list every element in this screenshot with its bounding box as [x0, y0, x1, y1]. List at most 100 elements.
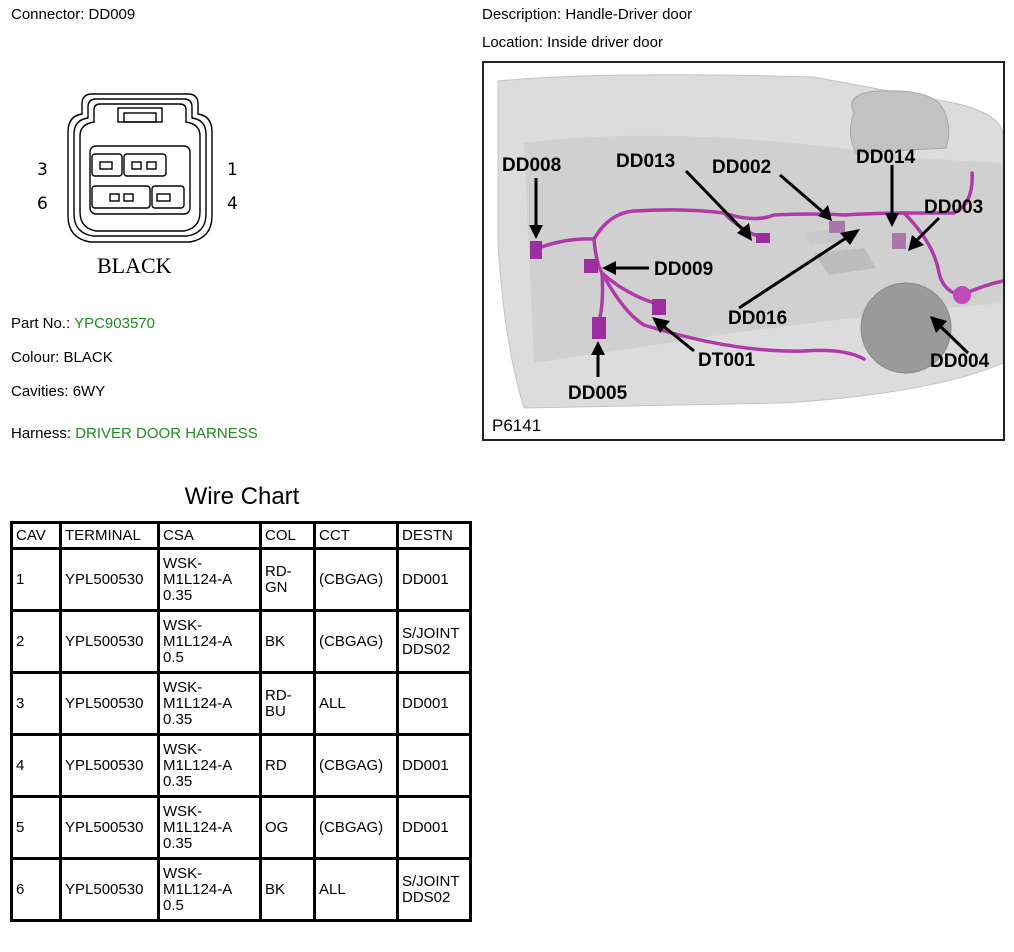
connector-face-drawing — [30, 86, 250, 286]
cell-cct: (CBGAG) — [313, 609, 399, 674]
cell-col: RD — [259, 733, 316, 798]
colour-value: BLACK — [63, 349, 113, 366]
callout-dd008: DD008 — [502, 155, 561, 176]
description-line: Description: Handle-Driver door — [482, 6, 692, 24]
cell-cav: 1 — [10, 547, 62, 612]
colour-label: Colour: — [11, 349, 60, 366]
callout-dd003: DD003 — [924, 197, 983, 218]
cell-csa-line: M1L124-A — [163, 818, 233, 836]
cell-cct: (CBGAG) — [313, 795, 399, 860]
cell-destn-line: DDS02 — [402, 640, 451, 658]
cell-csa-line: M1L124-A — [163, 880, 233, 898]
cell-col: RD-BU — [259, 671, 316, 736]
wire-chart-title: Wire Chart — [184, 483, 300, 510]
cell-destn: DD001 — [396, 795, 472, 860]
location-value: Inside driver door — [547, 34, 663, 51]
cell-terminal: YPL500530 — [59, 547, 160, 612]
cell-csa-line: WSK- — [163, 616, 203, 634]
diagram-code: P6141 — [492, 416, 541, 435]
header-csa: CSA — [157, 521, 262, 550]
harness-line: Harness: DRIVER DOOR HARNESS — [11, 425, 258, 443]
cell-destn-line: S/JOINT — [402, 872, 460, 890]
cell-destn: DD001 — [396, 671, 472, 736]
cell-col-line: OG — [265, 818, 289, 836]
cell-destn: DD001 — [396, 547, 472, 612]
cell-csa-line: M1L124-A — [163, 694, 233, 712]
colour-line: Colour: BLACK — [11, 349, 113, 367]
cell-csa-line: 0.35 — [163, 586, 193, 604]
cell-cct: (CBGAG) — [313, 547, 399, 612]
header-col: COL — [259, 521, 316, 550]
cell-col: BK — [259, 609, 316, 674]
callout-dd009: DD009 — [654, 259, 713, 280]
cell-col-line: BU — [265, 702, 286, 720]
callout-dt001: DT001 — [698, 350, 755, 371]
cell-csa-line: 0.35 — [163, 772, 193, 790]
callout-dd013: DD013 — [616, 151, 675, 172]
cell-cav: 5 — [10, 795, 62, 860]
callout-dd005: DD005 — [568, 383, 628, 404]
cell-col-line: RD — [265, 756, 287, 774]
connector-color-label: BLACK — [97, 253, 172, 278]
description-label: Description: — [482, 6, 562, 23]
cell-cav: 6 — [10, 857, 62, 922]
cell-col: OG — [259, 795, 316, 860]
cell-destn-line: DD001 — [402, 570, 449, 588]
cavities-line: Cavities: 6WY — [11, 383, 105, 401]
callout-dd014: DD014 — [856, 147, 916, 168]
cell-csa-line: WSK- — [163, 554, 203, 572]
cell-destn-line: DDS02 — [402, 888, 451, 906]
header-cav: CAV — [10, 521, 62, 550]
connector-value: DD009 — [88, 6, 136, 23]
part-no-label: Part No.: — [11, 315, 71, 332]
cell-col-line: RD- — [265, 562, 292, 580]
description-value: Handle-Driver door — [565, 6, 693, 23]
cell-csa-line: 0.5 — [163, 648, 184, 666]
cell-csa-line: M1L124-A — [163, 756, 233, 774]
cell-cav: 4 — [10, 733, 62, 798]
callout-dd004: DD004 — [930, 351, 990, 372]
cell-destn-line: DD001 — [402, 818, 449, 836]
header-cct: CCT — [313, 521, 399, 550]
cell-col: RD-GN — [259, 547, 316, 612]
cell-csa-line: M1L124-A — [163, 632, 233, 650]
cell-col-line: BK — [265, 632, 286, 650]
cell-cct: ALL — [313, 857, 399, 922]
header-destn: DESTN — [396, 521, 472, 550]
harness-link[interactable]: DRIVER DOOR HARNESS — [75, 425, 258, 442]
cell-col: BK — [259, 857, 316, 922]
cell-cav: 3 — [10, 671, 62, 736]
harness-label: Harness: — [11, 425, 72, 442]
cell-csa-line: WSK- — [163, 864, 203, 882]
cell-csa-line: M1L124-A — [163, 570, 233, 588]
part-no-link[interactable]: YPC903570 — [74, 315, 155, 332]
cavities-label: Cavities: — [11, 383, 69, 400]
callout-dd016: DD016 — [728, 308, 787, 329]
cell-terminal: YPL500530 — [59, 795, 160, 860]
cell-terminal: YPL500530 — [59, 733, 160, 798]
pin-label-3: 3 — [37, 160, 48, 180]
header-terminal: TERMINAL — [59, 521, 160, 550]
wire-chart-header-row: CAV TERMINAL CSA COL CCT DESTN — [10, 521, 472, 550]
connector-label: Connector: — [11, 6, 85, 23]
connector-face-icon — [67, 93, 213, 243]
part-no-line: Part No.: YPC903570 — [11, 315, 155, 333]
cell-destn-line: DD001 — [402, 756, 449, 774]
cell-csa-line: 0.35 — [163, 710, 193, 728]
cell-destn: DD001 — [396, 733, 472, 798]
cell-csa-line: WSK- — [163, 740, 203, 758]
cell-csa-line: WSK- — [163, 802, 203, 820]
connector-line: Connector: DD009 — [11, 6, 135, 24]
callout-dd002: DD002 — [712, 157, 771, 178]
cell-cav: 2 — [10, 609, 62, 674]
cell-col-line: BK — [265, 880, 286, 898]
